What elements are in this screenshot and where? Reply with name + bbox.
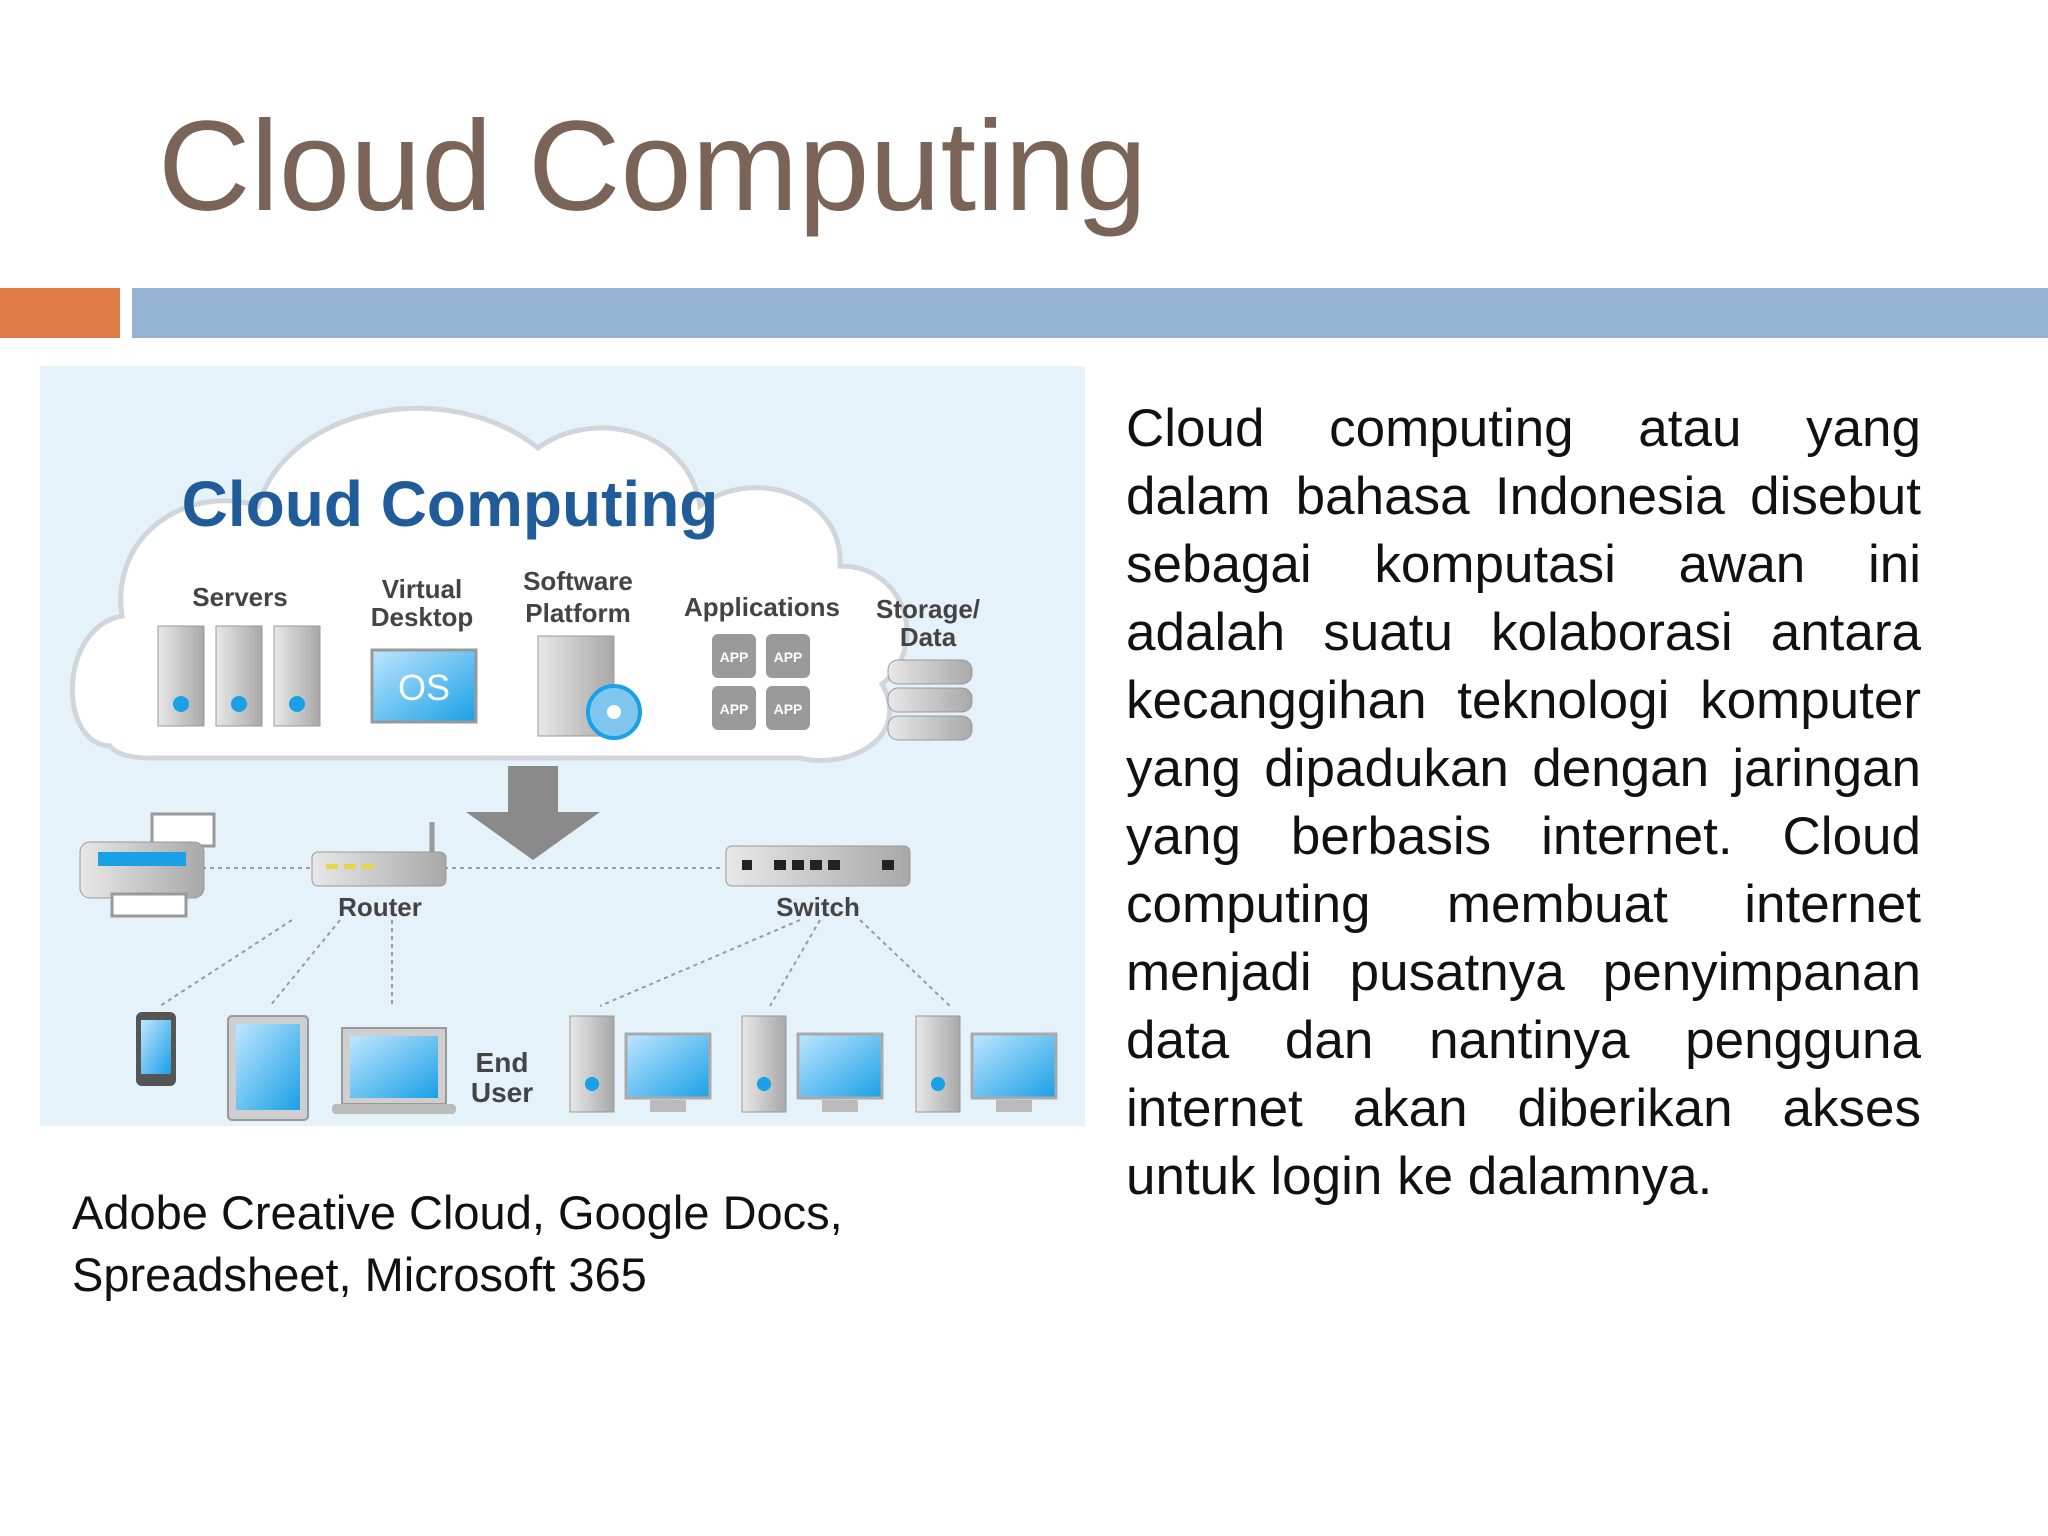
applications-label: Applications bbox=[684, 592, 840, 622]
body-paragraph: Cloud computing atau yang dalam bahasa I… bbox=[1126, 399, 1921, 1206]
tablet-icon bbox=[227, 1015, 309, 1121]
os-label: OS bbox=[398, 667, 450, 708]
app-tile-label: APP bbox=[720, 701, 749, 717]
servers-label: Servers bbox=[192, 582, 287, 612]
network-lines bbox=[159, 867, 951, 1007]
router-icon bbox=[311, 822, 447, 887]
laptop-icon bbox=[332, 1027, 456, 1114]
software-platform-label-2: Platform bbox=[525, 598, 630, 628]
virtual-desktop-label-1: Virtual bbox=[382, 574, 462, 604]
router-label: Router bbox=[338, 892, 422, 922]
desktop-computer-icon bbox=[741, 1015, 884, 1113]
caption-line-2: Spreadsheet, Microsoft 365 bbox=[72, 1248, 647, 1301]
accent-bar-blue bbox=[132, 288, 2048, 338]
software-box-icon bbox=[537, 635, 642, 740]
caption-line-1: Adobe Creative Cloud, Google Docs, bbox=[72, 1186, 843, 1239]
switch-label: Switch bbox=[776, 892, 860, 922]
app-tile-label: APP bbox=[720, 649, 749, 665]
app-tile-label: APP bbox=[774, 649, 803, 665]
monitor-os-icon: OS bbox=[370, 648, 478, 724]
desktop-computer-icon bbox=[569, 1015, 712, 1113]
end-user-label-2: User bbox=[471, 1077, 533, 1108]
desktop-computer-icon bbox=[915, 1015, 1058, 1113]
servers-icon bbox=[157, 625, 321, 727]
storage-label-2: Data bbox=[900, 622, 957, 652]
software-platform-label-1: Software bbox=[523, 566, 633, 596]
app-tile-label: APP bbox=[774, 701, 803, 717]
virtual-desktop-label-2: Desktop bbox=[371, 602, 474, 632]
examples-caption: Adobe Creative Cloud, Google Docs, Sprea… bbox=[72, 1182, 972, 1306]
diagram-title: Cloud Computing bbox=[182, 468, 719, 540]
down-arrow-icon bbox=[466, 766, 600, 860]
printer-icon bbox=[79, 812, 216, 918]
phone-icon bbox=[136, 1012, 176, 1086]
accent-bar-orange bbox=[0, 288, 120, 338]
storage-label-1: Storage/ bbox=[876, 594, 980, 624]
database-icon bbox=[887, 659, 973, 741]
slide-title: Cloud Computing bbox=[158, 95, 1147, 238]
diagram-svg: Cloud Computing Servers Virtual Desktop … bbox=[70, 406, 1058, 1121]
switch-icon bbox=[725, 845, 911, 887]
app-grid-icon: APP APP APP APP bbox=[712, 634, 810, 730]
cloud-computing-diagram: Cloud Computing Servers Virtual Desktop … bbox=[40, 366, 1085, 1126]
end-user-label-1: End bbox=[476, 1047, 529, 1078]
